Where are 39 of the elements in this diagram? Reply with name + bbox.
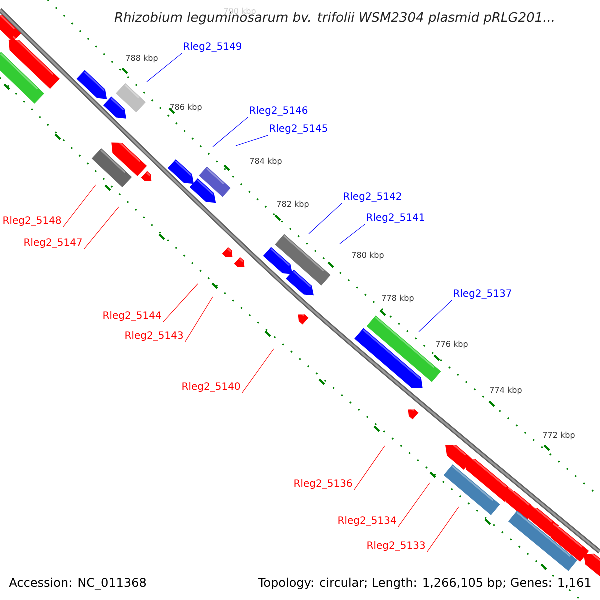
leader-line [354,446,386,491]
tick-label: 774 kbp [490,386,522,395]
leader-line [426,506,460,553]
tick-label: 782 kbp [277,200,309,209]
footer-text: Accession: NC_011368 [9,578,146,590]
tick-label: 780 kbp [352,252,384,260]
leader-line [146,53,182,82]
gene-label: Rleg2_5136 [294,479,352,490]
tick-label: 788 kbp [126,54,158,63]
gene-label: Rleg2_5145 [270,124,328,134]
tick-label: 786 kbp [170,104,202,112]
gene-label: Rleg2_5149 [184,42,242,52]
gene-label: Rleg2_5142 [344,192,402,202]
gene-label: Rleg2_5141 [367,213,424,224]
gene-label: Rleg2_5147 [24,238,82,248]
gene-label: Rleg2_5133 [368,541,425,552]
leader-line [242,348,274,394]
footer-text: Topology: circular; Length: 1,266,105 bp; Genes: 1,161 [258,578,591,590]
gene-label: Rleg2_5137 [454,289,512,300]
tick-label: 784 kbp [250,158,282,166]
gene-label: Rleg2_5144 [104,311,162,322]
leader-line [62,184,96,228]
leader-line [236,135,268,146]
leader-line [184,296,214,343]
gene-label: Rleg2_5146 [250,106,308,116]
tick-label: 776 kbp [436,340,468,349]
tick-label: 772 kbp [543,432,575,440]
leader-line [308,203,342,234]
leader-line [84,206,120,250]
leader-line [418,300,452,332]
gene-label: Rleg2_5143 [126,331,183,342]
tick-label: 778 kbp [382,294,414,303]
leader-line [398,482,430,528]
gene-label: Rleg2_5148 [4,216,62,226]
gene-label: Rleg2_5140 [182,382,240,392]
gene-label: Rleg2_5134 [338,516,396,526]
leader-line [162,284,198,323]
leader-line [212,117,248,148]
leader-line [340,224,366,244]
